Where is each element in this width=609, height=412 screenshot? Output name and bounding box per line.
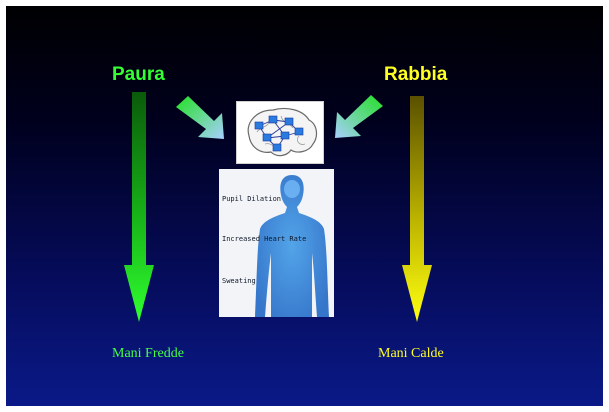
warm-hands-label: Mani Calde — [378, 346, 444, 362]
brain-network-icon — [237, 102, 323, 163]
fear-arrow — [124, 92, 154, 322]
heart-rate-label: Increased Heart Rate — [222, 235, 306, 243]
cold-hands-label: Mani Fredde — [112, 346, 184, 362]
pupil-dilation-label: Pupil Dilation — [222, 195, 281, 203]
fear-label: Paura — [112, 64, 165, 86]
sweating-label: Sweating — [222, 277, 256, 285]
anger-label: Rabbia — [384, 64, 447, 86]
human-body-figure — [219, 169, 334, 317]
anger-arrow — [402, 96, 432, 322]
fear-to-brain-arrow — [176, 96, 224, 139]
brain-image — [236, 101, 324, 164]
body-image: Pupil Dilation Increased Heart Rate Swea… — [219, 169, 334, 317]
anger-to-brain-arrow — [335, 95, 383, 138]
